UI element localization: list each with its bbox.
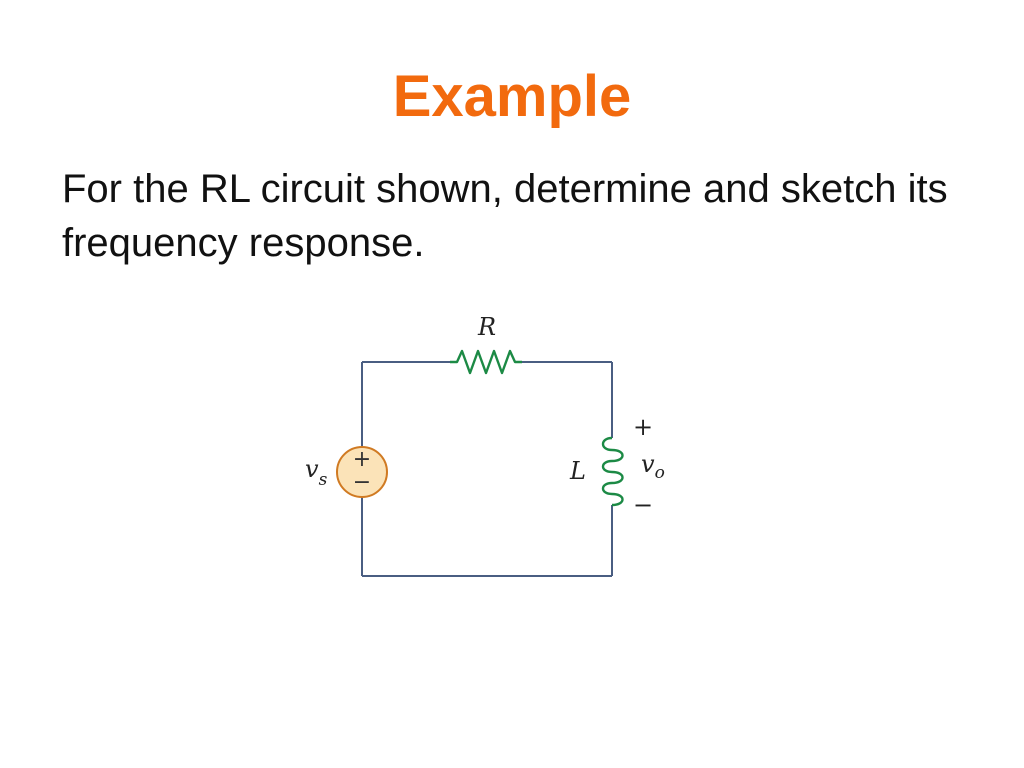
inductor-symbol bbox=[601, 436, 624, 507]
inductor-label: L bbox=[569, 457, 586, 485]
resistor-label: R bbox=[477, 313, 496, 341]
output-voltage-subscript: o bbox=[655, 463, 665, 483]
output-minus-sign: − bbox=[633, 491, 653, 519]
source-minus-sign: − bbox=[353, 470, 371, 495]
output-voltage-main: v bbox=[641, 450, 655, 478]
output-plus-sign: + bbox=[633, 413, 653, 441]
output-voltage-label: vo bbox=[641, 450, 665, 483]
source-voltage-label: vs bbox=[305, 455, 328, 490]
problem-statement: For the RL circuit shown, determine and … bbox=[62, 167, 948, 265]
circuit-wires bbox=[361, 361, 613, 577]
source-voltage-main: v bbox=[305, 455, 319, 483]
slide-title: Example bbox=[392, 64, 632, 129]
voltage-source-symbol bbox=[336, 446, 388, 498]
resistor-symbol bbox=[450, 349, 522, 375]
source-voltage-subscript: s bbox=[319, 470, 328, 490]
source-plus-sign: + bbox=[353, 447, 371, 472]
